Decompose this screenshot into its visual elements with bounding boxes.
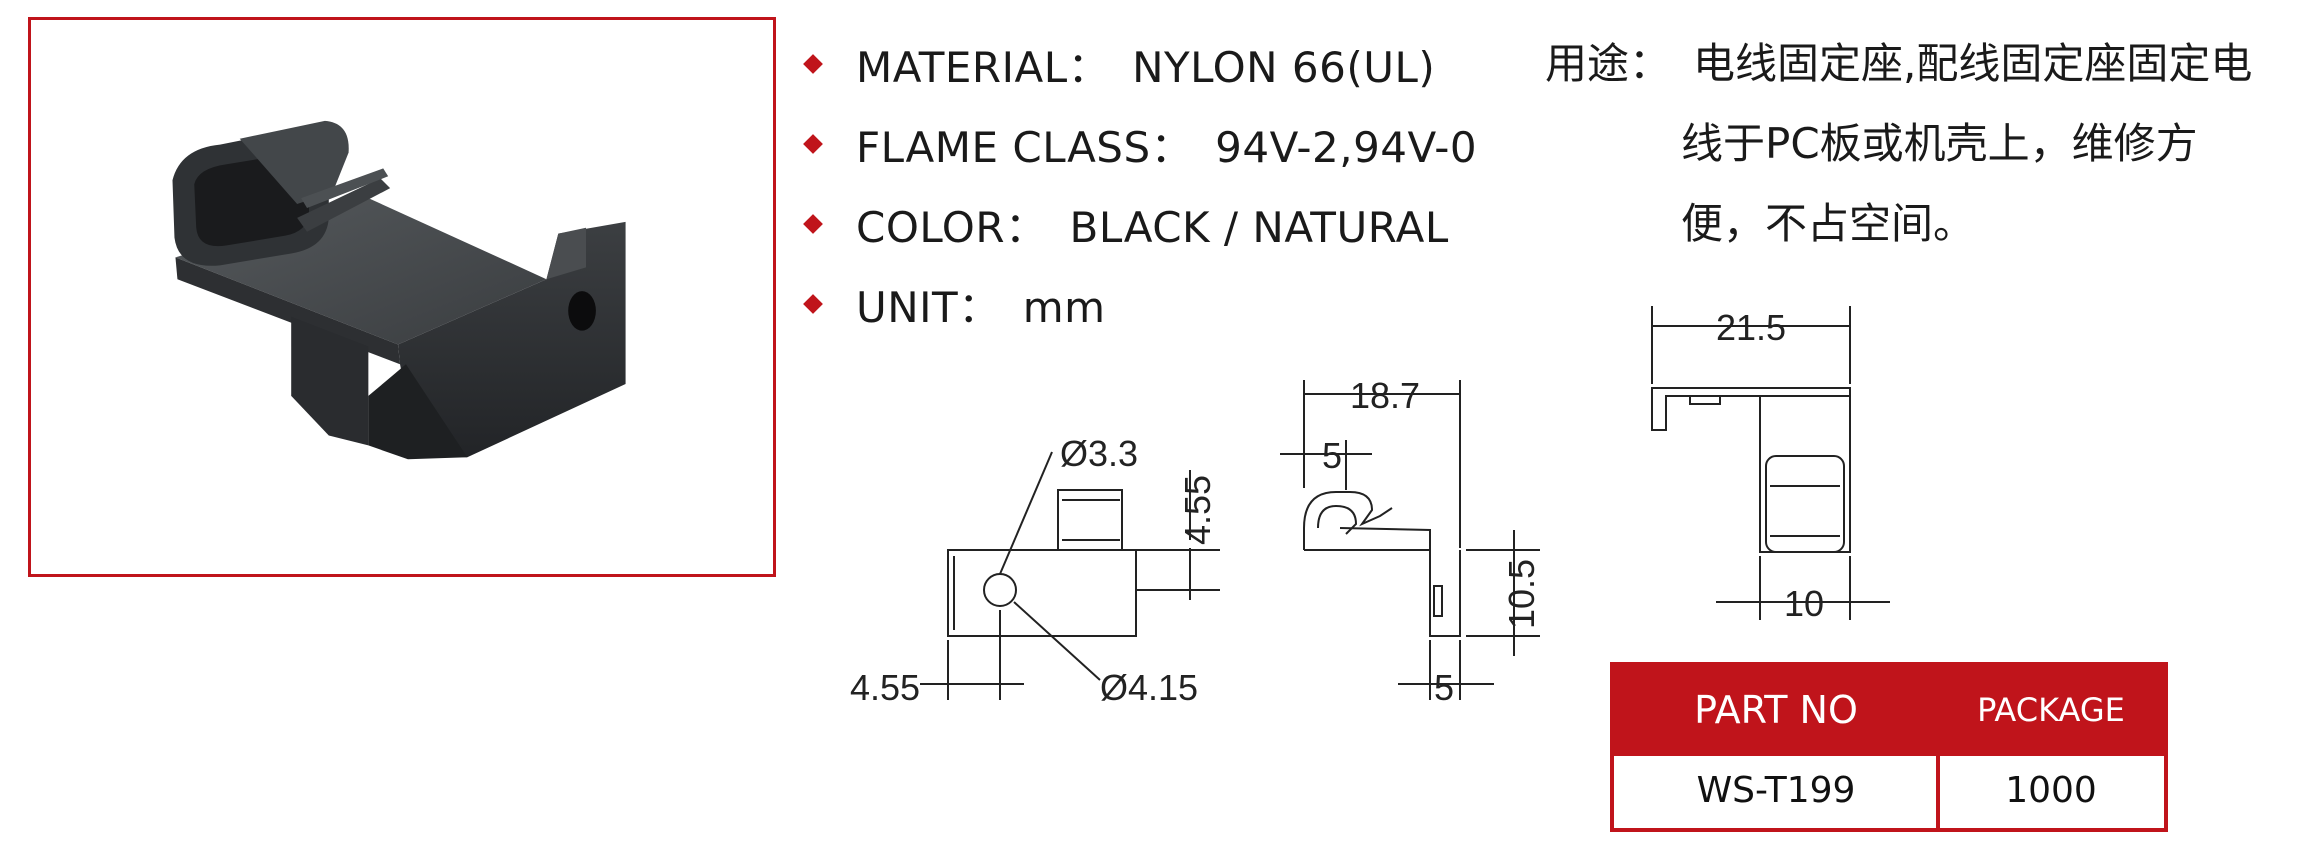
spec-label: FLAME CLASS：	[856, 122, 1194, 172]
spec-label: UNIT：	[856, 282, 1001, 332]
usage-text: 电线固定座,配线固定座固定电 线于PC板或机壳上，维修方 便，不占空间。	[1681, 24, 2293, 264]
dim-offset-4-55: 4.55	[850, 667, 920, 708]
spec-list: MATERIAL： NYLON 66(UL) FLAME CLASS： 94V-2,…	[800, 24, 1520, 344]
spec-value: 94V-2,94V-0	[1215, 122, 1478, 172]
dim-diameter-4-15: Ø4.15	[1100, 667, 1198, 708]
usage-line-2: 线于PC板或机壳上，维修方	[1681, 119, 2198, 168]
dim-height-4-55: 4.55	[1177, 475, 1218, 545]
header-package: PACKAGE	[1977, 691, 2125, 729]
table-row: WS-T199 1000	[1614, 754, 2164, 828]
cell-part-no: WS-T199	[1696, 770, 1856, 811]
product-photo	[172, 120, 626, 460]
cell-package: 1000	[2005, 770, 2097, 811]
spec-flame-class: FLAME CLASS： 94V-2,94V-0	[800, 104, 1520, 184]
spec-label: MATERIAL：	[856, 42, 1111, 92]
usage-line-1: 电线固定座,配线固定座固定电	[1693, 39, 2253, 88]
side-view-drawing	[1280, 380, 1540, 700]
dim-width-18-7: 18.7	[1350, 375, 1420, 416]
dim-diameter-3-3: Ø3.3	[1060, 433, 1138, 474]
header-part-no: PART NO	[1694, 688, 1858, 732]
dim-loop-5: 5	[1322, 435, 1342, 476]
dim-width-10: 10	[1784, 583, 1824, 624]
front-view-drawing	[920, 451, 1220, 700]
spec-value: mm	[1022, 282, 1106, 332]
dim-flange-5: 5	[1434, 667, 1454, 708]
top-view-drawing	[1651, 306, 1890, 620]
table-divider-v	[1936, 666, 1940, 828]
spec-unit: UNIT： mm	[800, 264, 1520, 344]
spec-value: BLACK / NATURAL	[1069, 202, 1449, 252]
spec-value: NYLON 66(UL)	[1132, 42, 1436, 92]
dim-width-21-5: 21.5	[1716, 307, 1786, 348]
usage-label: 用途：	[1545, 39, 1672, 88]
spec-color: COLOR： BLACK / NATURAL	[800, 184, 1520, 264]
part-table: PART NO PACKAGE WS-T199 1000	[1610, 662, 2168, 832]
spec-material: MATERIAL： NYLON 66(UL)	[800, 24, 1520, 104]
product-photo-frame	[28, 17, 776, 577]
usage-line-3: 便，不占空间。	[1681, 199, 1976, 248]
spec-label: COLOR：	[856, 202, 1048, 252]
dim-height-10-5: 10.5	[1501, 559, 1542, 629]
table-header: PART NO PACKAGE	[1614, 666, 2164, 754]
table-divider-h	[1614, 754, 2164, 756]
